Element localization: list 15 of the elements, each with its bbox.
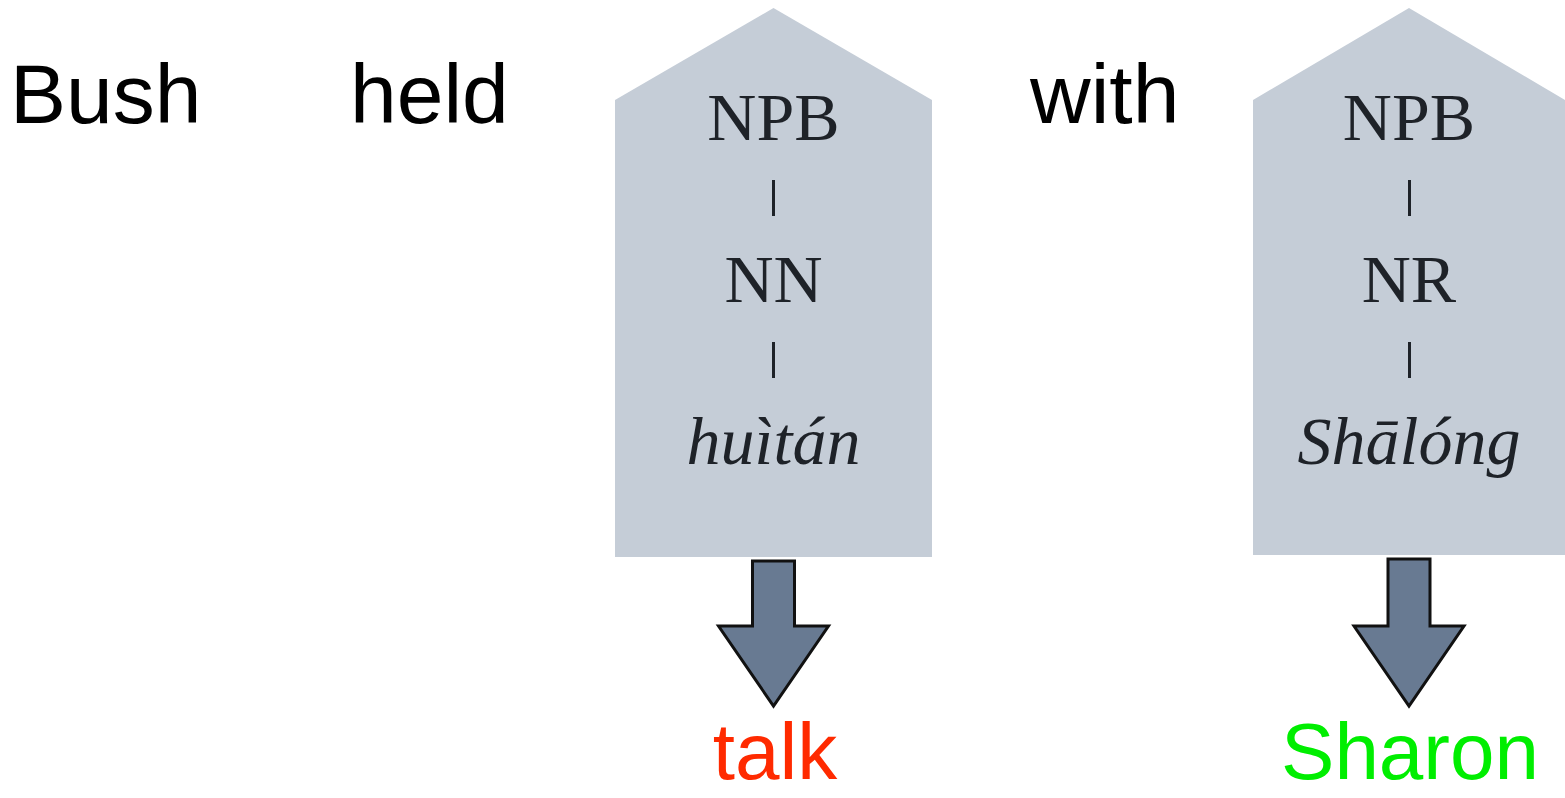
block-arrow — [1351, 557, 1467, 709]
word-label: with — [1030, 52, 1180, 136]
tree-label: Shālóng — [1297, 406, 1521, 476]
block-arrow — [715, 559, 832, 709]
pentagon-box — [615, 8, 932, 557]
tree-label: NPB — [707, 82, 840, 152]
tree-label: NPB — [1342, 82, 1476, 152]
translation-word: talk — [680, 712, 870, 798]
word-label: held — [350, 52, 509, 136]
translation-word: Sharon — [1255, 712, 1565, 798]
tree-label: NN — [724, 244, 823, 314]
word-label: Bush — [10, 52, 202, 136]
tree-label: NR — [1361, 244, 1457, 314]
pentagon-box — [1253, 8, 1565, 555]
tree-label: huìtán — [686, 406, 861, 476]
